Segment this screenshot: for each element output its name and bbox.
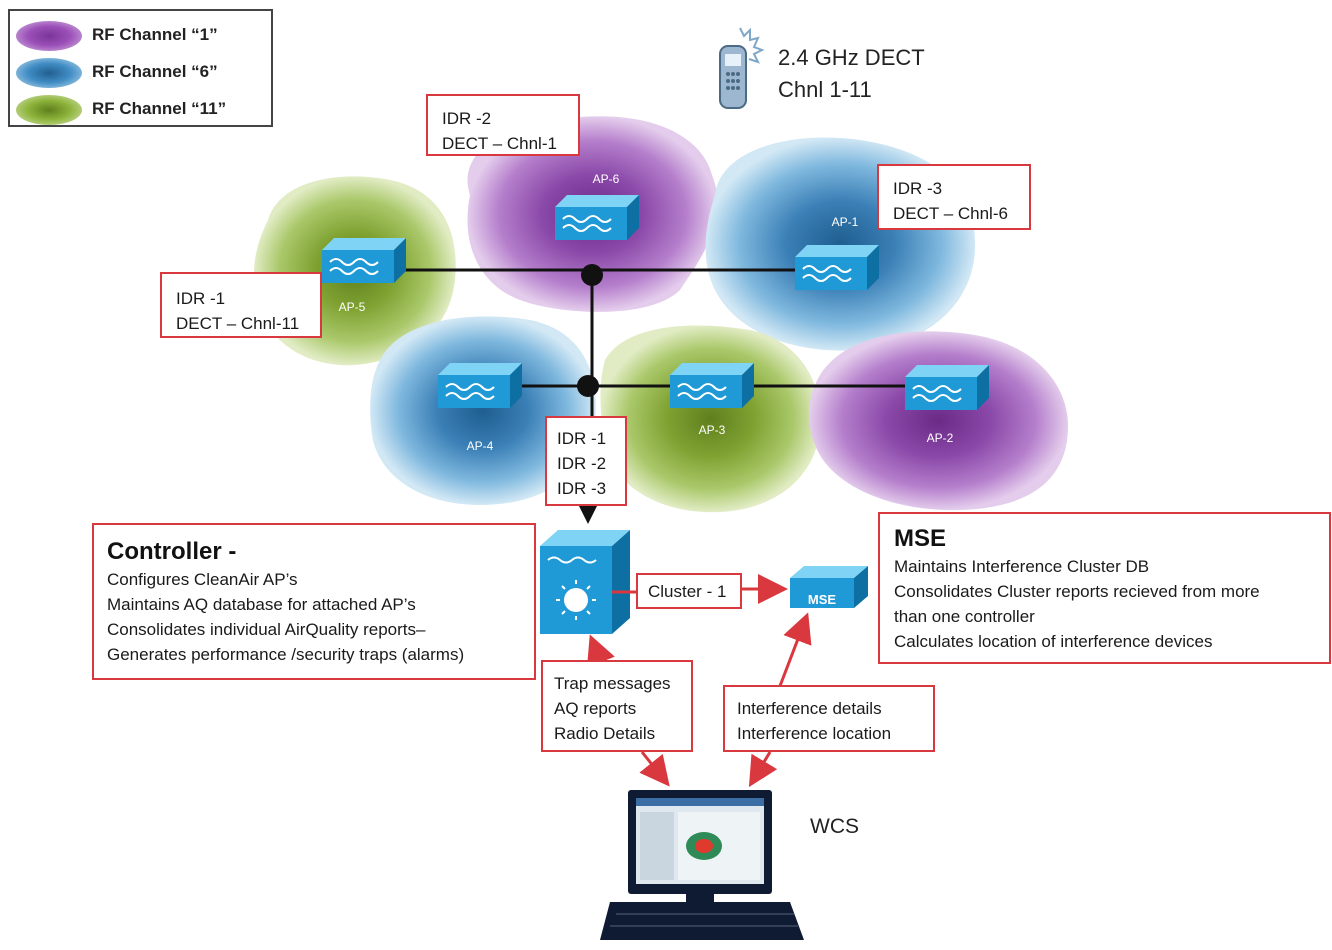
dect-line: Chnl 1-11	[778, 77, 872, 102]
idr-summary-box: IDR -1 IDR -2 IDR -3	[545, 416, 627, 506]
mse-line: than one controller	[894, 607, 1035, 626]
access-point-ap6	[555, 195, 639, 240]
idr1-box: IDR -1 DECT – Chnl-11	[160, 272, 322, 338]
trap-box: Trap messages AQ reports Radio Details	[541, 660, 693, 752]
controller-line: Consolidates individual AirQuality repor…	[107, 620, 426, 639]
trap-line: Radio Details	[554, 724, 656, 743]
idr-line: IDR -2	[557, 454, 607, 473]
legend-swatch	[16, 21, 82, 51]
controller-title: Controller -	[107, 538, 237, 565]
ap2-label: AP-2	[927, 431, 954, 445]
ap6-label: AP-6	[593, 172, 620, 186]
wcs-computer-icon	[600, 790, 804, 940]
access-point-ap4	[438, 363, 522, 408]
interference-line: Interference location	[737, 724, 892, 743]
access-point-ap2	[905, 365, 989, 410]
mse-device	[790, 566, 868, 608]
trap-line: Trap messages	[554, 674, 671, 693]
dect-label: 2.4 GHz DECT Chnl 1-11	[778, 42, 925, 106]
ap5-label: AP-5	[339, 300, 366, 314]
legend-swatch	[16, 58, 82, 88]
controller-device	[540, 530, 630, 634]
dect-line: 2.4 GHz DECT	[778, 45, 925, 70]
legend-item-channel-1: RF Channel “1”	[16, 19, 266, 51]
mse-line: Calculates location of interference devi…	[894, 632, 1213, 651]
mse-device-label: MSE	[808, 592, 837, 607]
legend-label: RF Channel “11”	[92, 99, 227, 118]
controller-box: Controller - Configures CleanAir AP’s Ma…	[92, 523, 536, 680]
mse-line: Maintains Interference Cluster DB	[894, 557, 1150, 576]
wcs-label: WCS	[810, 815, 859, 838]
red-arrows	[586, 574, 812, 788]
access-point-ap3	[670, 363, 754, 408]
mse-title: MSE	[894, 525, 947, 552]
idr-line: DECT – Chnl-6	[893, 204, 1008, 223]
legend-item-channel-11: RF Channel “11”	[16, 93, 266, 125]
trap-line: AQ reports	[554, 699, 637, 718]
interference-line: Interference details	[737, 699, 882, 718]
interference-box: Interference details Interference locati…	[723, 685, 935, 752]
legend-label: RF Channel “1”	[92, 25, 218, 44]
network-node	[577, 375, 599, 397]
idr-line: IDR -1	[176, 289, 226, 308]
idr2-box: IDR -2 DECT – Chnl-1	[426, 94, 580, 156]
cluster-label: Cluster - 1	[648, 582, 727, 601]
controller-line: Configures CleanAir AP’s	[107, 570, 298, 589]
dect-phone-icon	[719, 27, 765, 109]
ap4-label: AP-4	[467, 439, 494, 453]
rf-coverage-ap2	[808, 331, 1069, 511]
access-point-ap5	[322, 238, 406, 283]
idr-line: IDR -2	[442, 109, 492, 128]
ap3-label: AP-3	[699, 423, 726, 437]
rf-coverage-ap4	[370, 316, 596, 505]
idr3-box: IDR -3 DECT – Chnl-6	[877, 164, 1031, 230]
access-point-ap1	[795, 245, 879, 290]
idr-line: DECT – Chnl-1	[442, 134, 557, 153]
cluster-box: Cluster - 1	[636, 573, 742, 609]
rf-coverage-ap3	[600, 325, 821, 513]
legend-item-channel-6: RF Channel “6”	[16, 56, 266, 88]
mse-box: MSE Maintains Interference Cluster DB Co…	[878, 512, 1331, 664]
idr-line: IDR -3	[893, 179, 943, 198]
legend: RF Channel “1” RF Channel “6” RF Channel…	[8, 9, 273, 127]
legend-label: RF Channel “6”	[92, 62, 218, 81]
network-node	[581, 264, 603, 286]
idr-line: IDR -3	[557, 479, 607, 498]
idr-line: DECT – Chnl-11	[176, 314, 300, 333]
legend-swatch	[16, 95, 82, 125]
mse-line: Consolidates Cluster reports recieved fr…	[894, 582, 1260, 601]
controller-line: Maintains AQ database for attached AP’s	[107, 595, 416, 614]
controller-line: Generates performance /security traps (a…	[107, 645, 465, 664]
ap1-label: AP-1	[832, 215, 859, 229]
idr-line: IDR -1	[557, 429, 607, 448]
